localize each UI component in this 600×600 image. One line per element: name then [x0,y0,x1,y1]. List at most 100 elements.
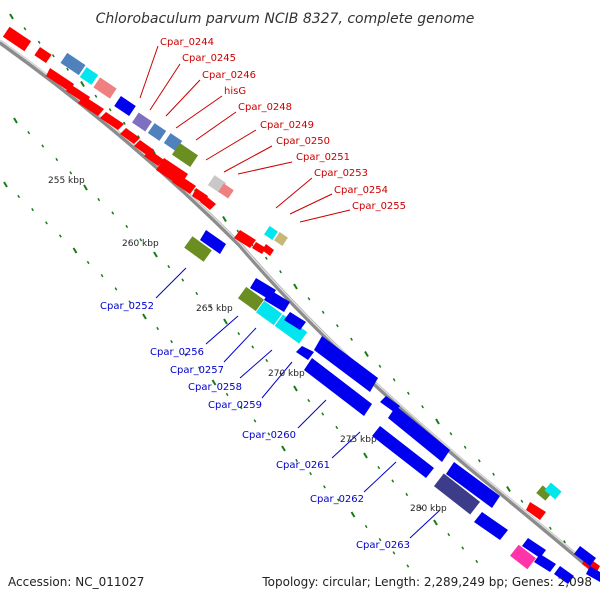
tick-mark [86,260,90,265]
gene-arrow [304,358,372,416]
tick-mark [406,391,410,395]
gene-arrow [200,230,226,254]
tick-mark [323,485,326,489]
tick-mark [142,313,147,320]
callout-line [239,349,273,379]
gene-block [60,52,86,76]
tick-mark [378,364,382,368]
gene-arrow [522,538,546,558]
tick-mark [520,499,524,503]
tick-mark [111,211,115,215]
tick-mark [72,247,78,254]
scale-label: 275 kbp [340,435,377,445]
scale-label: 260 kbp [122,239,159,249]
tick-mark [421,405,424,409]
tick-mark [281,445,286,452]
tick-mark [363,452,368,459]
callout-line [363,461,397,493]
reverse-gene-labels: Cpar_0252 Cpar_0256 Cpar_0257 Cpar_0258 … [100,301,410,551]
map-title: Chlorobaculum parvum NCIB 8327, complete… [96,11,475,27]
tick-mark [307,399,311,403]
forward-strand-arrows [46,68,600,574]
tick-mark [41,144,45,148]
tick-mark [391,479,395,483]
callout-line [155,267,187,299]
gene-label-cpar-0254: Cpar_0254 [334,185,388,196]
tick-mark [377,466,381,470]
gene-label-cpar-0251: Cpar_0251 [296,152,350,163]
callout-line [297,399,327,429]
scale-label: 280 kbp [410,504,447,514]
gene-label-cpar-0261: Cpar_0261 [276,460,330,471]
tick-mark [295,458,299,463]
tick-mark [139,238,143,242]
tick-mark [293,283,298,290]
gene-block [264,226,278,240]
gene-block [237,286,265,312]
gene-arrow [234,230,256,248]
callout-line [139,45,159,99]
tick-mark [45,221,48,225]
gene-block [114,95,136,117]
tick-mark [181,278,185,282]
tick-mark [195,291,199,296]
tick-mark [350,337,353,341]
gene-arrow [446,462,500,508]
tick-mark [209,305,213,309]
scale-label: 270 kbp [268,369,305,379]
gene-block [171,143,199,167]
genome-backbone-highlight [0,39,600,575]
gene-block [147,123,167,141]
gene-label-cpar-0248: Cpar_0248 [238,102,292,113]
tick-mark [253,419,257,423]
gene-label-cpar-0257: Cpar_0257 [170,365,224,376]
tick-mark [167,265,171,269]
tick-mark [392,551,396,555]
tick-mark [128,300,132,304]
gene-block [510,544,536,570]
tick-mark [461,546,465,550]
gene-block [218,183,234,199]
tick-mark [265,358,269,363]
gene-label-cpar-0249: Cpar_0249 [260,120,314,131]
callout-line [223,145,273,173]
gene-block [132,112,152,132]
gene-label-cpar-0256: Cpar_0256 [150,347,204,358]
forward-strand-genes [2,26,562,501]
tick-mark [55,157,59,162]
gene-arrow [200,196,216,210]
callout-line [223,327,257,363]
scale-labels: 255 kbp 260 kbp 265 kbp 270 kbp 275 kbp … [48,176,447,514]
gene-label-cpar-0263: Cpar_0263 [356,540,410,551]
gene-arrow [262,244,274,256]
tick-mark [364,524,368,529]
tick-mark [293,385,298,392]
gene-label-cpar-0260: Cpar_0260 [242,430,296,441]
gene-arrow [534,554,556,572]
gene-block [544,482,562,500]
gene-block [93,77,117,99]
gene-arrow [574,546,596,566]
tick-mark [170,340,173,344]
gene-label-cpar-0246: Cpar_0246 [202,70,256,81]
tick-mark [211,379,217,386]
callout-line [205,129,257,161]
forward-callout-lines [139,45,351,223]
tick-mark [69,171,73,175]
tick-mark [23,27,27,31]
tick-mark [563,540,566,544]
tick-mark [336,498,340,502]
tick-mark [31,208,34,212]
callout-line [289,193,333,215]
tick-mark [9,13,14,20]
tick-mark [223,318,228,325]
callout-line [331,431,361,459]
gene-block [34,46,52,64]
tick-mark [392,378,396,382]
gene-block [79,67,99,85]
tick-mark [492,472,495,476]
callout-line [261,361,293,399]
tick-mark [125,224,129,229]
gene-arrow [264,290,290,312]
